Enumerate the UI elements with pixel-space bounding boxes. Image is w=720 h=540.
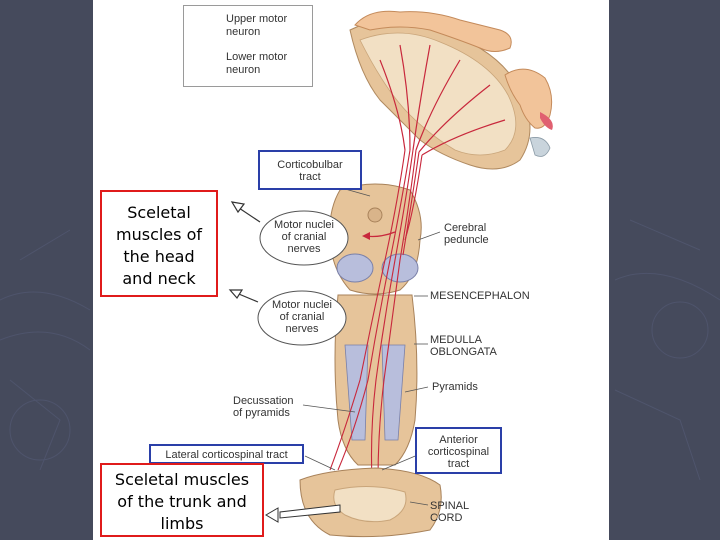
label-lateral-corticospinal-tract: Lateral corticospinal tract: [149, 444, 304, 464]
label-spinal-cord: SPINAL CORD: [430, 500, 469, 524]
motor-nuclei-ellipse-1: [259, 210, 349, 266]
label-pyramids: Pyramids: [432, 381, 478, 393]
legend-box: Upper motor neuron Lower motor neuron: [183, 5, 313, 87]
motor-nuclei-ellipse-2: [257, 290, 347, 346]
callout-trunk-limbs-muscles: Sceletal muscles of the trunk and limbs: [100, 463, 264, 537]
label-cerebral-peduncle: Cerebral peduncle: [444, 222, 489, 246]
homunculus-arm: [354, 10, 512, 52]
label-decussation-of-pyramids: Decussation of pyramids: [233, 395, 294, 419]
lower-motor-neuron-arrows: [265, 504, 341, 523]
legend-upper-motor-neuron: Upper motor neuron: [226, 13, 288, 38]
label-anterior-corticospinal-tract: Anterior corticospinal tract: [415, 427, 502, 474]
legend-lower-motor-neuron: Lower motor neuron: [226, 51, 288, 76]
callout-head-neck-muscles: Sceletal muscles of the head and neck: [100, 190, 218, 297]
homunculus-face: [504, 68, 553, 129]
label-mesencephalon: MESENCEPHALON: [430, 290, 530, 302]
label-corticobulbar-tract: Corticobulbar tract: [258, 150, 362, 190]
label-motor-nuclei-1: Motor nuclei of cranial nerves: [274, 219, 334, 255]
descending-tracts: [329, 149, 423, 481]
label-motor-nuclei-2: Motor nuclei of cranial nerves: [272, 299, 332, 335]
cortical-fibers: [379, 44, 506, 156]
label-medulla-oblongata: MEDULLA OBLONGATA: [430, 334, 497, 358]
